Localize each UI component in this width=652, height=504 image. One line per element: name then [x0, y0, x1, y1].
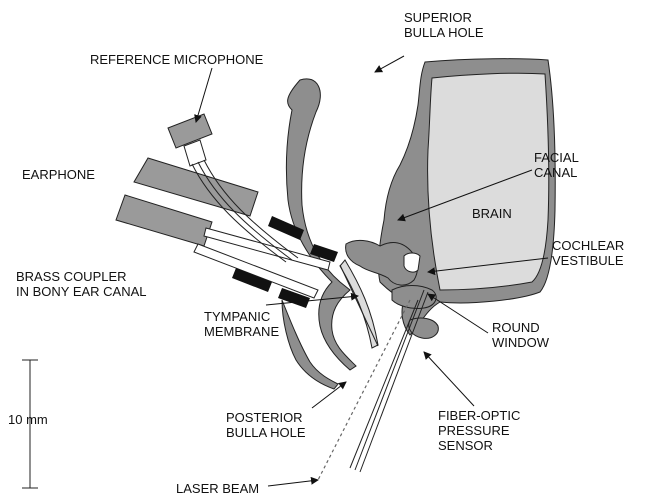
posterior-bulla-hole-label-2: BULLA HOLE — [226, 425, 306, 440]
scale-bar-label: 10 mm — [8, 412, 48, 427]
posterior-bulla-hole-label-1: POSTERIOR — [226, 410, 303, 425]
brain-region — [428, 73, 549, 290]
tympanic-membrane-label-1: TYMPANIC — [204, 309, 270, 324]
cochlear-vestibule-label-2: VESTIBULE — [552, 253, 624, 268]
reference-microphone-label: REFERENCE MICROPHONE — [90, 52, 263, 67]
facial-canal-label-1: FACIAL — [534, 150, 579, 165]
laser-beam-label: LASER BEAM — [176, 481, 259, 496]
earphone-label: EARPHONE — [22, 167, 95, 182]
superior-bulla-hole-label-2: BULLA HOLE — [404, 25, 484, 40]
superior-bulla-hole-label-1: SUPERIOR — [404, 10, 472, 25]
brain-label: BRAIN — [472, 206, 512, 221]
fiber-optic-label-2: PRESSURE — [438, 423, 510, 438]
fiber-optic-label-3: SENSOR — [438, 438, 493, 453]
brass-coupler-label-1: BRASS COUPLER — [16, 269, 127, 284]
tympanic-membrane-label-2: MEMBRANE — [204, 324, 279, 339]
fiber-optic-label-1: FIBER-OPTIC — [438, 408, 520, 423]
round-window-label-1: ROUND — [492, 320, 540, 335]
cochlear-vestibule-label-1: COCHLEAR — [552, 238, 624, 253]
round-window-label-2: WINDOW — [492, 335, 549, 350]
facial-canal-label-2: CANAL — [534, 165, 577, 180]
brass-coupler-label-2: IN BONY EAR CANAL — [16, 284, 147, 299]
tympanic-membrane — [340, 260, 378, 348]
